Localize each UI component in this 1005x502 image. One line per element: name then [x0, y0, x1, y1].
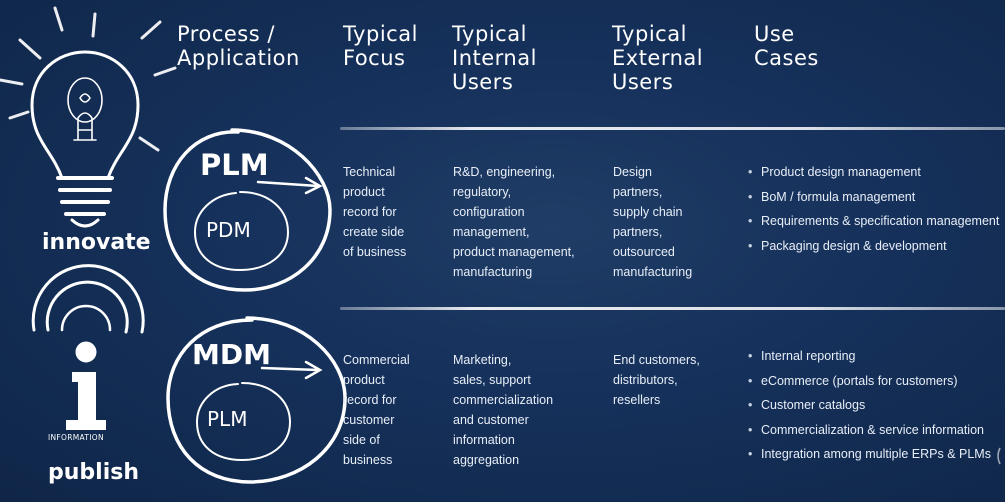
- header-process-application: Process / Application: [177, 22, 300, 70]
- bulb-ray-icon: [138, 136, 160, 152]
- information-caption: INFORMATION: [48, 433, 104, 442]
- bullet-icon: •: [748, 189, 753, 204]
- list-item: •Packaging design & development: [748, 234, 999, 259]
- list-item: •BoM / formula management: [748, 185, 999, 210]
- divider-middle: [340, 307, 1005, 310]
- innovate-use-cases: •Product design management •BoM / formul…: [748, 160, 999, 258]
- mdm-outer-circle-icon: [166, 316, 347, 484]
- lightbulb-icon: [30, 50, 140, 228]
- list-item: •Integration among multiple ERPs & PLMs: [748, 442, 991, 467]
- list-item: •Requirements & specification management: [748, 209, 999, 234]
- arrow-right-icon: [256, 176, 323, 195]
- header-typical-internal-users: Typical Internal Users: [452, 22, 537, 94]
- list-item: •Commercialization & service information: [748, 418, 991, 443]
- divider-top: [340, 127, 1005, 130]
- innovate-external-users: Design partners, supply chain partners, …: [613, 165, 693, 279]
- publish-external-users: End customers, distributors, resellers: [613, 353, 700, 407]
- bullet-icon: •: [748, 373, 753, 388]
- innovate-label: innovate: [42, 230, 151, 255]
- header-typical-external-users: Typical External Users: [612, 22, 704, 94]
- pdm-inner-circle-icon: [193, 191, 290, 272]
- plm-inner-circle-icon: [195, 382, 292, 462]
- bulb-ray-icon: [140, 20, 162, 40]
- information-icon: [31, 264, 145, 430]
- bulb-ray-icon: [53, 6, 64, 32]
- publish-focus: Commercial product record for customer s…: [343, 353, 410, 467]
- innovate-focus: Technical product record for create side…: [343, 165, 407, 259]
- list-item: •eCommerce (portals for customers): [748, 369, 991, 394]
- bullet-icon: •: [748, 447, 753, 461]
- bullet-icon: •: [748, 214, 753, 228]
- arrow-right-icon: [260, 360, 323, 380]
- bullet-icon: •: [748, 398, 753, 412]
- bullet-icon: •: [748, 238, 753, 253]
- publish-label: publish: [48, 460, 139, 485]
- bullet-icon: •: [748, 165, 753, 179]
- list-item: •Internal reporting: [748, 344, 991, 369]
- bulb-ray-icon: [8, 110, 30, 120]
- bullet-icon: •: [748, 349, 753, 363]
- plm-inner-label: PLM: [207, 407, 248, 431]
- list-item: •Product design management: [748, 160, 999, 185]
- innovate-internal-users: R&D, engineering, regulatory, configurat…: [453, 165, 575, 279]
- bulb-ray-icon: [91, 12, 97, 38]
- mdm-label: MDM: [192, 338, 271, 371]
- publish-use-cases: •Internal reporting •eCommerce (portals …: [748, 344, 991, 467]
- bulb-ray-icon: [153, 66, 177, 77]
- header-typical-focus: Typical Focus: [343, 22, 418, 70]
- bulb-ray-icon: [0, 78, 24, 86]
- header-use-cases: Use Cases: [754, 22, 819, 70]
- list-item: •Customer catalogs: [748, 393, 991, 418]
- bulb-ray-icon: [18, 38, 42, 60]
- publish-internal-users: Marketing, sales, support commercializat…: [453, 353, 554, 467]
- plm-outer-circle-icon: [163, 128, 332, 292]
- plm-label: PLM: [200, 148, 269, 182]
- pdm-label: PDM: [206, 218, 251, 242]
- bullet-icon: •: [748, 422, 753, 437]
